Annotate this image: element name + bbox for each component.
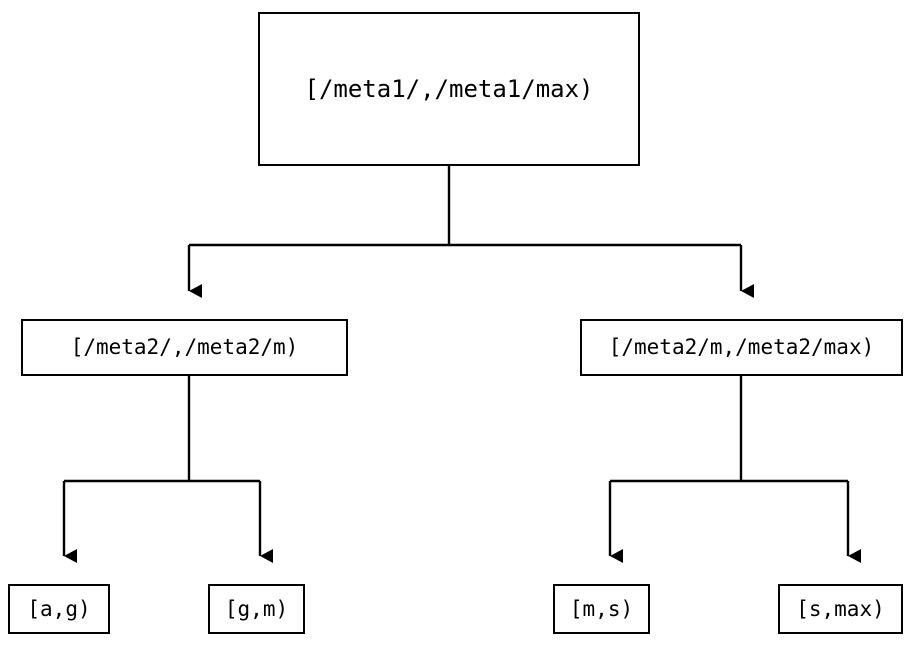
tree-node-mid-right[interactable]: [/meta2/m,/meta2/max) (580, 319, 903, 376)
tree-node-leaf-a-g[interactable]: [a,g) (8, 584, 110, 634)
tree-node-leaf-m-s[interactable]: [m,s) (553, 584, 650, 634)
tree-node-leaf-g-m[interactable]: [g,m) (208, 584, 305, 634)
tree-node-root[interactable]: [/meta1/,/meta1/max) (258, 12, 640, 166)
tree-node-leaf-s-max[interactable]: [s,max) (778, 584, 903, 634)
tree-node-mid-left[interactable]: [/meta2/,/meta2/m) (21, 319, 348, 376)
